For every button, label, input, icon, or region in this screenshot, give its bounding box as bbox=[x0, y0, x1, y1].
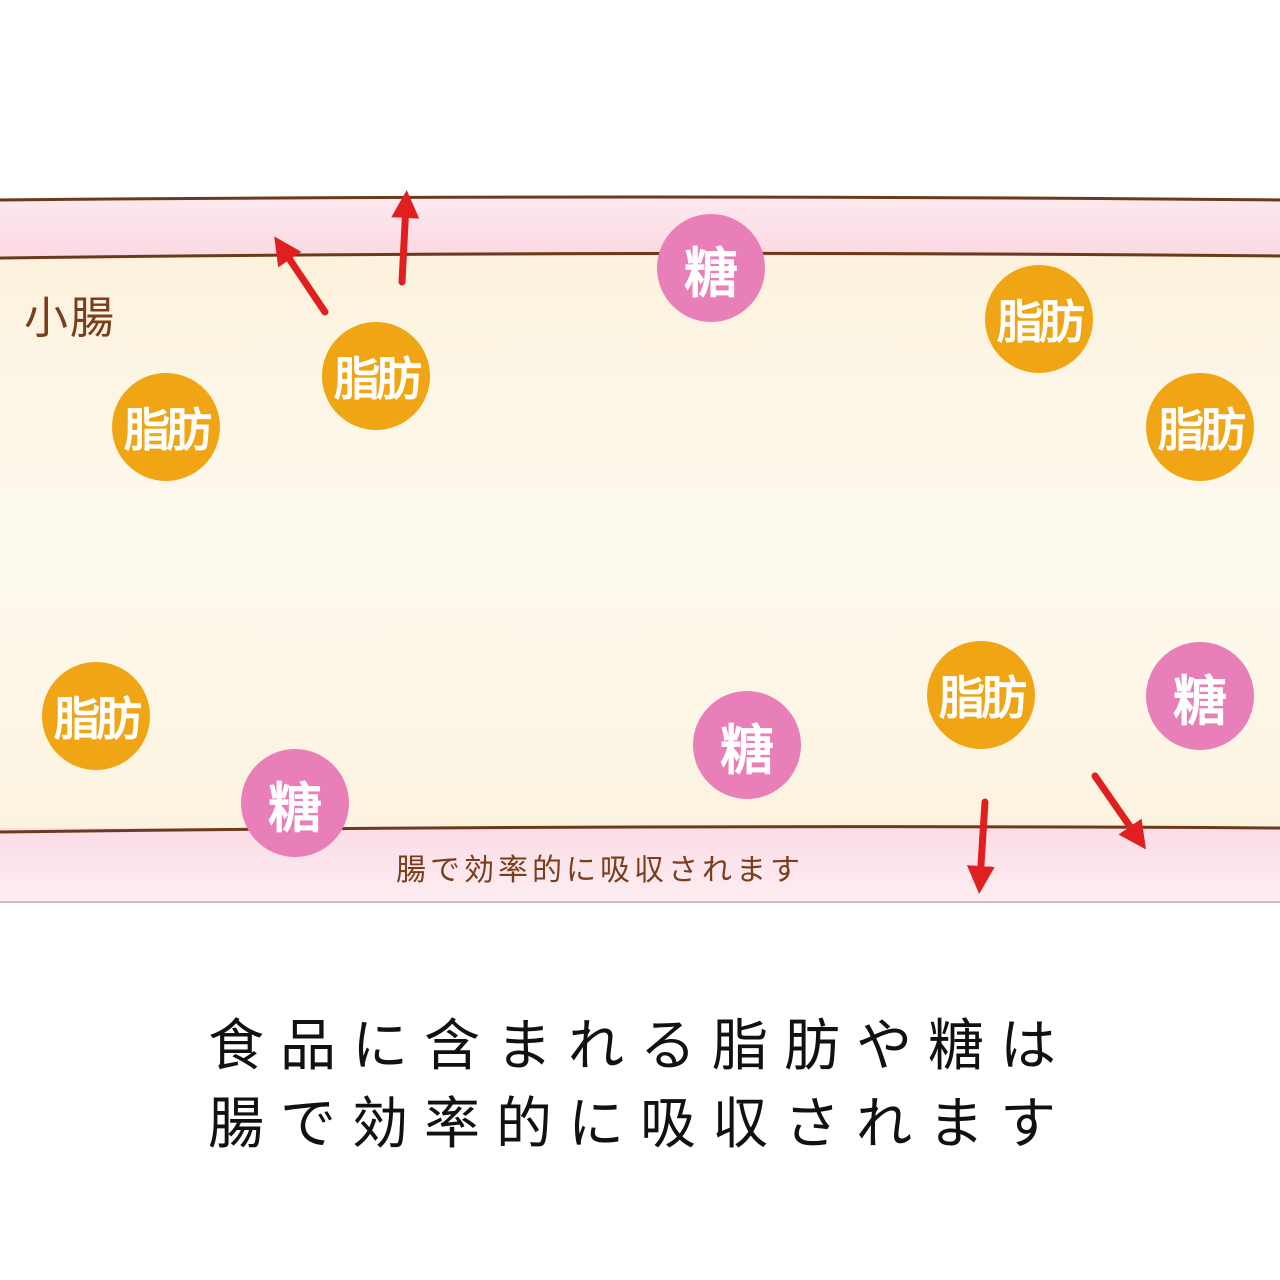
organ-label: 小腸 bbox=[24, 293, 116, 344]
sugar-molecule: 糖 bbox=[693, 691, 801, 799]
absorption-arrow bbox=[966, 798, 995, 894]
fat-molecule: 脂肪 bbox=[927, 641, 1035, 749]
caption-line-1: 食品に含まれる脂肪や糖は bbox=[208, 1014, 1072, 1079]
fat-molecule: 脂肪 bbox=[42, 662, 150, 770]
upper-inner-line bbox=[0, 251, 1280, 260]
caption: 食品に含まれる脂肪や糖は 腸で効率的に吸収されます bbox=[0, 1008, 1280, 1164]
fat-molecule: 脂肪 bbox=[112, 373, 220, 481]
absorption-note: 腸で効率的に吸収されます bbox=[396, 853, 804, 888]
fat-molecule: 脂肪 bbox=[322, 322, 430, 430]
absorption-arrow bbox=[391, 190, 420, 286]
upper-outer-line bbox=[0, 195, 1280, 202]
lower-intestine-wall bbox=[0, 828, 1280, 902]
lower-inner-line bbox=[0, 825, 1280, 834]
fat-molecule: 脂肪 bbox=[1146, 373, 1254, 481]
absorption-arrow bbox=[274, 236, 329, 316]
caption-line-2: 腸で効率的に吸収されます bbox=[208, 1092, 1072, 1157]
fat-molecule: 脂肪 bbox=[985, 265, 1093, 373]
sugar-molecule: 糖 bbox=[657, 214, 765, 322]
lumen-area bbox=[0, 256, 1280, 828]
small-intestine-diagram: 小腸 糖 脂肪 脂肪 脂肪 脂肪 脂肪 糖 脂肪 糖 糖 腸で効率的に吸収されま… bbox=[0, 190, 1280, 910]
sugar-molecule: 糖 bbox=[1146, 642, 1254, 750]
sugar-molecule: 糖 bbox=[241, 749, 349, 857]
absorption-arrow bbox=[1091, 772, 1146, 850]
upper-intestine-wall bbox=[0, 198, 1280, 256]
